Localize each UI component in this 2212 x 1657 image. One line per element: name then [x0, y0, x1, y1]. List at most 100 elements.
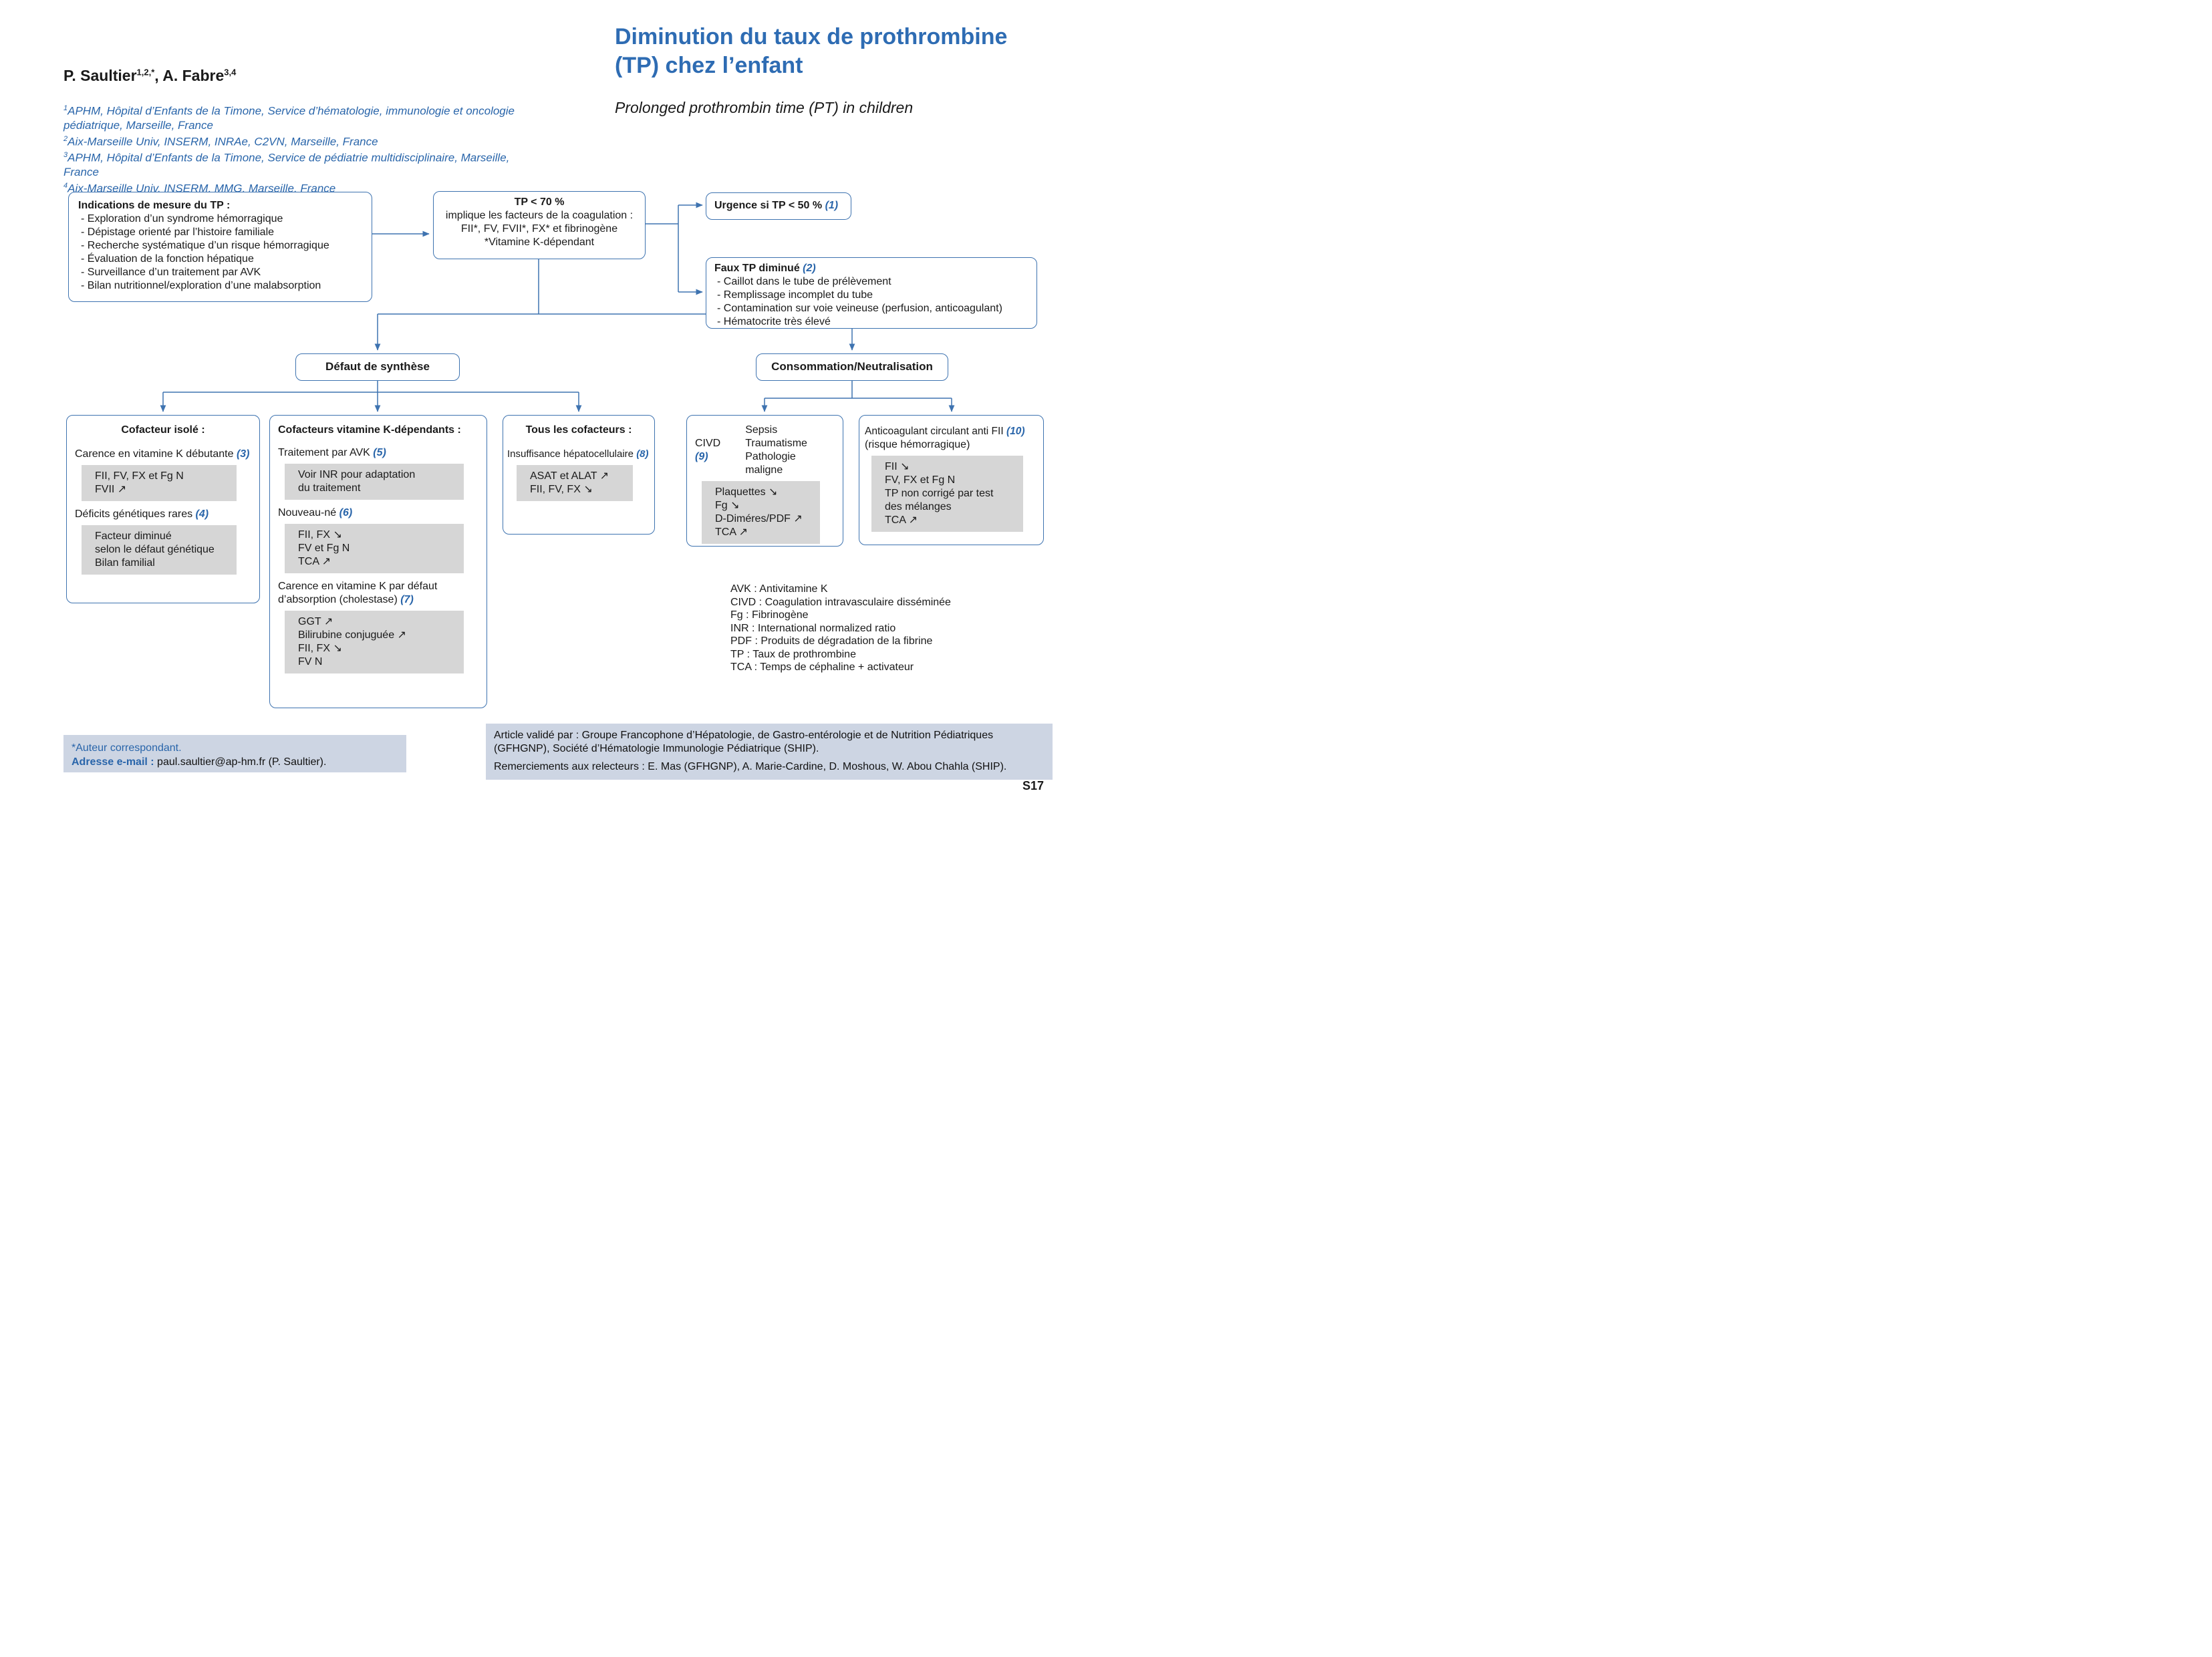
result-line: Plaquettes ↘: [715, 486, 778, 498]
footnote-ref: (7): [400, 594, 414, 605]
affiliation-line: 1APHM, Hôpital d’Enfants de la Timone, S…: [63, 102, 531, 132]
result-line: Bilan familial: [95, 557, 155, 569]
cause-line: Traumatisme: [745, 438, 807, 449]
box-title: Cofacteur isolé :: [121, 424, 205, 436]
result-panel: Plaquettes ↘ Fg ↘ D-Diméres/PDF ↗ TCA ↗: [702, 481, 820, 544]
section-label: Insuffisance hépatocellulaire: [507, 448, 637, 460]
affiliation-sup: 2: [63, 134, 68, 143]
box-tp70: TP < 70 % implique les facteurs de la co…: [433, 191, 646, 259]
footnote-ref: (9): [695, 451, 708, 462]
page-title-french: Diminution du taux de prothrombine (TP) …: [615, 23, 1083, 80]
result-line: GGT ↗: [298, 616, 333, 627]
box-consommation: Consommation/Neutralisation: [756, 353, 948, 381]
result-line: TCA ↗: [298, 556, 331, 567]
abbreviation-line: INR : International normalized ratio: [730, 622, 896, 634]
authors-line: P. Saultier1,2,*, A. Fabre3,4: [63, 67, 236, 85]
box-text: FII*, FV, FVII*, FX* et fibrinogène: [460, 223, 618, 235]
footnote-ref: (3): [236, 448, 250, 460]
box-urgence: Urgence si TP < 50 % (1): [706, 192, 851, 220]
author-sup: 1,2,*: [136, 67, 155, 78]
result-line: FII, FX ↘: [298, 643, 342, 654]
footnote-ref: (5): [373, 447, 386, 458]
bullet-item: - Recherche systématique d’un risque hém…: [81, 240, 329, 251]
box-title: Indications de mesure du TP :: [78, 200, 231, 211]
abbreviation-line: Fg : Fibrinogène: [730, 609, 809, 621]
box-title: TP < 70 %: [514, 196, 565, 208]
box-tous-cofacteurs: Tous les cofacteurs : Insuffisance hépat…: [503, 415, 655, 535]
email-address: paul.saultier@ap-hm.fr (P. Saultier).: [154, 756, 327, 768]
abbreviations-list: AVK : Antivitamine K CIVD : Coagulation …: [730, 583, 951, 674]
result-line: TCA ↗: [715, 526, 748, 538]
author-sup: 3,4: [224, 67, 237, 78]
box-title: Urgence si TP < 50 %: [714, 200, 825, 211]
cause-line: Sepsis: [745, 424, 778, 436]
title-line: (TP) chez l’enfant: [615, 53, 803, 78]
bullet-item: - Caillot dans le tube de prélèvement: [717, 276, 891, 287]
bullet-item: - Dépistage orienté par l’histoire famil…: [81, 227, 275, 238]
abbreviation-line: PDF : Produits de dégradation de la fibr…: [730, 635, 933, 647]
flowchart-connectors: [160, 202, 955, 412]
bullet-item: - Surveillance d’un traitement par AVK: [81, 267, 261, 278]
email-label: Adresse e-mail :: [72, 756, 154, 768]
page-title-english: Prolonged prothrombin time (PT) in child…: [615, 99, 914, 116]
affiliation-text: APHM, Hôpital d’Enfants de la Timone, Se…: [63, 104, 515, 132]
footnote-ref: (10): [1006, 426, 1025, 437]
abbreviation-line: CIVD : Coagulation intravasculaire dissé…: [730, 596, 951, 608]
affiliation-sup: 1: [63, 104, 68, 112]
box-text: *Vitamine K-dépendant: [484, 237, 595, 248]
result-line: FII, FV, FX et Fg N: [95, 470, 184, 482]
result-line: FII, FX ↘: [298, 529, 342, 541]
affiliation-text: Aix-Marseille Univ, INSERM, INRAe, C2VN,…: [67, 135, 378, 148]
correspondent-email-line: Adresse e-mail : paul.saultier@ap-hm.fr …: [72, 755, 398, 769]
bullet-item: - Évaluation de la fonction hépatique: [81, 253, 254, 265]
section-label: Anticoagulant circulant anti FII: [865, 426, 1006, 437]
result-line: Fg ↘: [715, 500, 740, 511]
footnote-ref: (8): [636, 448, 649, 460]
result-panel: ASAT et ALAT ↗ FII, FV, FX ↘: [517, 465, 633, 501]
civd-label: CIVD: [695, 438, 721, 449]
result-line: du traitement: [298, 482, 361, 494]
page-number: S17: [1022, 779, 1045, 792]
affiliation-text: APHM, Hôpital d’Enfants de la Timone, Se…: [63, 151, 510, 178]
footer-correspondent: *Auteur correspondant. Adresse e-mail : …: [63, 735, 406, 772]
result-panel: Facteur diminué selon le défaut génétiqu…: [82, 525, 237, 575]
cause-line: Pathologie maligne: [745, 451, 796, 476]
affiliation-line: 2Aix-Marseille Univ, INSERM, INRAe, C2VN…: [63, 132, 531, 149]
result-line: TCA ↗: [885, 514, 918, 526]
title-line: Diminution du taux de prothrombine: [615, 24, 1008, 49]
affiliations: 1APHM, Hôpital d’Enfants de la Timone, S…: [63, 102, 531, 196]
section-label: Traitement par AVK: [278, 447, 374, 458]
article-page: P. Saultier1,2,*, A. Fabre3,4 1APHM, Hôp…: [0, 0, 1106, 828]
result-line: FV N: [298, 656, 323, 667]
box-title: Tous les cofacteurs :: [525, 424, 632, 436]
result-line: FII, FV, FX ↘: [530, 484, 593, 495]
bullet-item: - Hématocrite très élevé: [717, 316, 831, 327]
abbreviation-line: TP : Taux de prothrombine: [730, 648, 856, 660]
footnote-ref: (6): [339, 507, 353, 518]
section-label: Nouveau-né: [278, 507, 339, 518]
section-label: Carence en vitamine K débutante: [75, 448, 237, 460]
footnote-ref: (4): [195, 508, 209, 520]
box-cofacteur-isole: Cofacteur isolé : Carence en vitamine K …: [66, 415, 260, 603]
affiliation-sup: 4: [63, 181, 68, 190]
result-line: FV et Fg N: [298, 543, 350, 554]
result-line: selon le défaut génétique: [95, 544, 215, 555]
result-panel: FII ↘ FV, FX et Fg N TP non corrigé par …: [871, 456, 1023, 532]
result-panel: GGT ↗ Bilirubine conjuguée ↗ FII, FX ↘ F…: [285, 611, 464, 673]
result-line: D-Diméres/PDF ↗: [715, 513, 803, 524]
result-line: FII ↘: [885, 461, 910, 472]
validation-text: Article validé par : Groupe Francophone …: [494, 730, 994, 754]
footnote-ref: (1): [825, 200, 839, 211]
affiliation-line: 4Aix-Marseille Univ, INSERM, MMG, Marsei…: [63, 179, 531, 196]
result-line: des mélanges: [885, 501, 952, 512]
bullet-item: - Exploration d’un syndrome hémorragique: [81, 213, 283, 224]
box-anticoagulant: Anticoagulant circulant anti FII (10) (r…: [859, 415, 1044, 545]
result-line: FVII ↗: [95, 484, 127, 495]
result-line: Voir INR pour adaptation: [298, 469, 416, 480]
abbreviation-line: AVK : Antivitamine K: [730, 583, 828, 595]
affiliation-sup: 3: [63, 151, 68, 160]
result-panel: Voir INR pour adaptation du traitement: [285, 464, 464, 500]
result-line: Facteur diminué: [95, 531, 172, 542]
abbreviation-line: TCA : Temps de céphaline + activateur: [730, 661, 914, 673]
box-text: implique les facteurs de la coagulation …: [445, 210, 634, 221]
